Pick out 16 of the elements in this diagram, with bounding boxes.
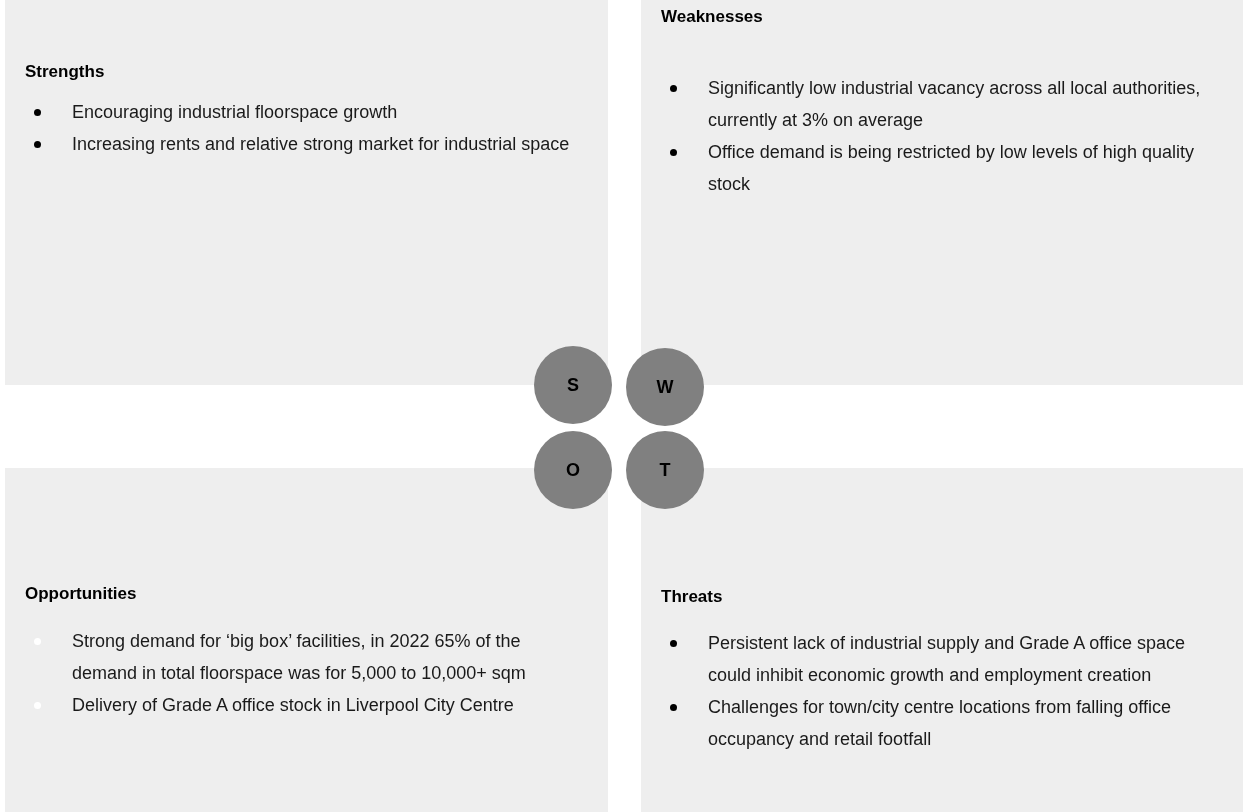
bullet-text: Increasing rents and relative strong market for industrial space <box>72 134 570 154</box>
bullet-text: Challenges for town/city centre locations from falling office occupancy and retail footfall <box>708 697 1171 749</box>
quadrant-letter: W <box>656 376 674 398</box>
bullet-text: Significantly low industrial vacancy across all local authorities, currently at 3% on average <box>708 78 1201 130</box>
bullet-text: Strong demand for ‘big box’ facilities, in 2022 65% of the demand in total floorspace was for 5,000 to 10,000+ sqm <box>72 631 526 683</box>
quadrant-letter: T <box>659 459 671 481</box>
bullet-text: Persistent lack of industrial supply and Grade A office space could inhibit economic growth and employment creation <box>708 633 1185 685</box>
quadrant-heading: Weaknesses <box>661 7 763 27</box>
quadrant-letter: O <box>566 459 580 481</box>
bullet-text: Delivery of Grade A office stock in Liverpool City Centre <box>72 695 514 715</box>
quadrant-letter: S <box>567 374 579 396</box>
quadrant-heading: Strengths <box>25 62 105 82</box>
quadrant-heading: Opportunities <box>25 584 137 604</box>
quadrant-heading: Threats <box>661 587 723 607</box>
bullet-text: Office demand is being restricted by low levels of high quality stock <box>708 142 1194 194</box>
bullet-text: Encouraging industrial floorspace growth <box>72 102 398 122</box>
